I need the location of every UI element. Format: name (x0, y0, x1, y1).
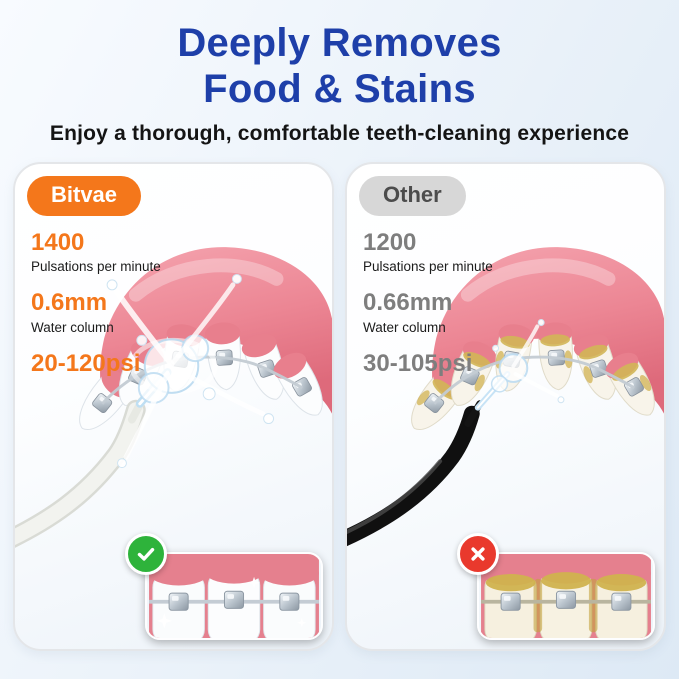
other-pulsations-label: Pulsations per minute (363, 259, 493, 275)
check-icon (125, 533, 167, 575)
bitvae-flosser-illustration (15, 247, 332, 548)
other-spec-pressure: 30-105psi (363, 349, 493, 377)
water-splash (106, 273, 275, 469)
clean-teeth-closeup-inset (145, 552, 323, 640)
other-water-column-label: Water column (363, 319, 446, 335)
bitvae-pressure-value: 20-120psi (31, 349, 141, 377)
other-spec-water-column: 0.66mm Water column (363, 289, 493, 335)
braces-wire (433, 355, 636, 405)
stained-teeth-closeup-inset (477, 552, 655, 640)
card-other: Other 1200 Pulsations per minute 0.66mm … (345, 162, 666, 651)
bitvae-water-column-value: 0.6mm (31, 289, 108, 317)
other-badge: Other (359, 176, 466, 216)
comparison-cards: Bitvae 1400 Pulsations per minute 0.6mm … (0, 162, 679, 651)
bitvae-spec-water-column: 0.6mm Water column (31, 289, 161, 335)
other-pulsations-value: 1200 (363, 229, 417, 256)
other-water-column-value: 0.66mm (363, 289, 453, 317)
card-bitvae: Bitvae 1400 Pulsations per minute 0.6mm … (13, 162, 334, 651)
other-flosser-illustration (347, 247, 664, 547)
bitvae-spec-pulsations: 1400 Pulsations per minute (31, 229, 161, 275)
bitvae-spec-pressure: 20-120psi (31, 349, 161, 377)
bitvae-specs: 1400 Pulsations per minute 0.6mm Water c… (31, 229, 161, 393)
other-spec-pulsations: 1200 Pulsations per minute (363, 229, 493, 275)
other-pressure-value: 30-105psi (363, 349, 473, 377)
water-splash-small (490, 319, 565, 404)
other-specs: 1200 Pulsations per minute 0.66mm Water … (363, 229, 493, 393)
bitvae-pulsations-value: 1400 (31, 229, 85, 256)
bitvae-badge: Bitvae (27, 176, 142, 216)
page-subtitle: Enjoy a thorough, comfortable teeth-clea… (49, 122, 630, 145)
cross-icon (457, 533, 499, 575)
bitvae-water-column-label: Water column (31, 319, 114, 335)
bitvae-pulsations-label: Pulsations per minute (31, 259, 161, 275)
white-flosser-nozzle (15, 396, 146, 548)
title-line-2: Food & Stains (203, 67, 476, 111)
title-line-1: Deeply Removes (177, 21, 502, 65)
